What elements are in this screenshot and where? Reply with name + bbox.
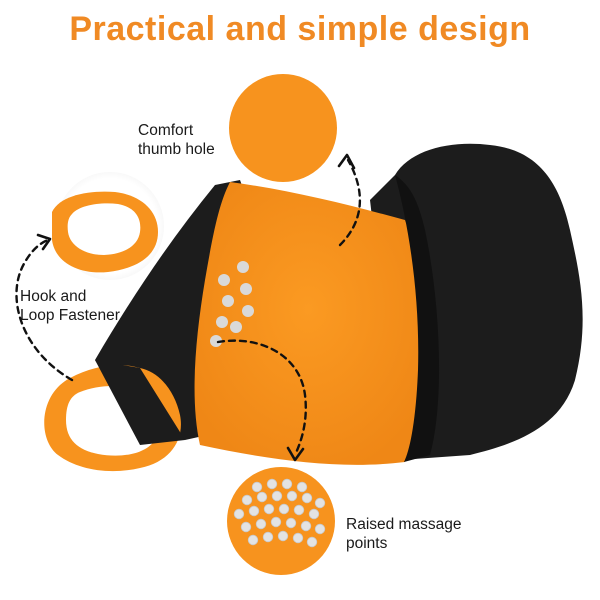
wrap-inner-orange [194, 182, 422, 465]
massage-points-inset [227, 467, 335, 575]
thumb-hole-label-line-2: thumb hole [138, 141, 215, 158]
massage-points-label-line-1: Raised massage [346, 516, 462, 533]
arrow-hook-loop [15, 238, 74, 382]
hook-loop-label: Hook and Loop Fastener [20, 287, 120, 325]
hook-loop-inset [52, 172, 164, 280]
thumb-hole-label-line-1: Comfort [138, 122, 194, 139]
arrowheads [36, 153, 356, 462]
wrap-fold-edge [395, 175, 440, 462]
thumb-hole-label: Comfort thumb hole [138, 121, 215, 159]
loop-connector-black [95, 360, 185, 445]
band-massage-dots [210, 261, 254, 347]
massage-points-label: Raised massage points [346, 515, 461, 553]
hook-loop-label-line-2: Loop Fastener [20, 307, 120, 324]
callout-arrows [15, 158, 361, 457]
massage-points-label-line-2: points [346, 535, 388, 552]
thumb-hole-inset [229, 74, 337, 182]
arrow-massage [216, 339, 307, 457]
arrow-thumb-hole [338, 158, 361, 247]
page-title: Practical and simple design [69, 10, 531, 48]
hook-loop-label-line-1: Hook and [20, 288, 87, 305]
